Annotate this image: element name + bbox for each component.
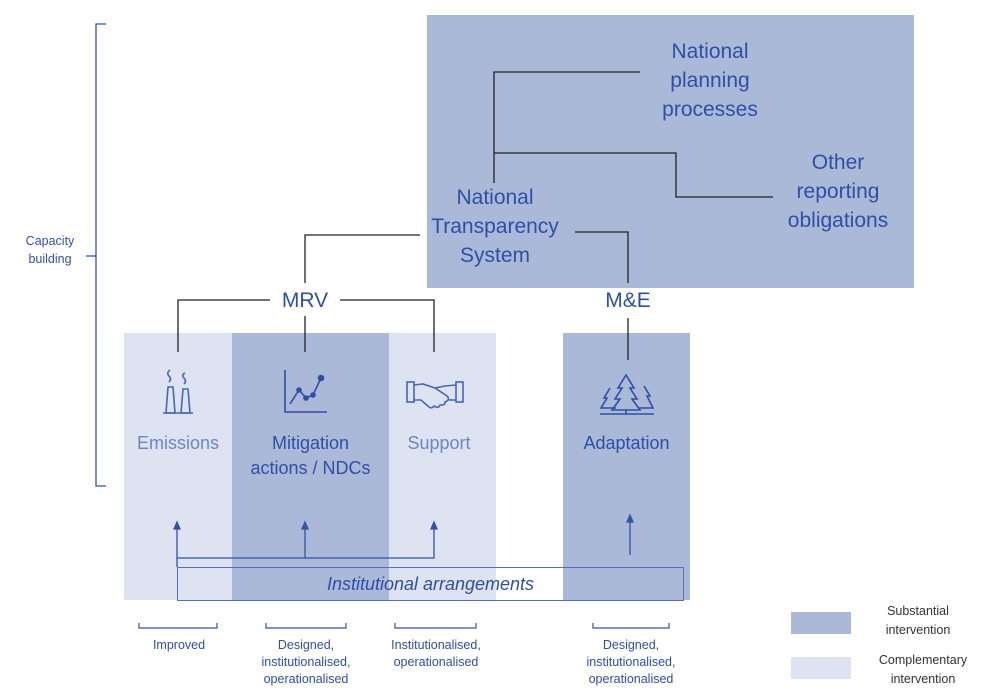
improved-label: Improved (152, 638, 206, 652)
adaptation-status-label: Designed, institutionalised, operational… (586, 638, 676, 686)
emissions-label: Emissions (136, 433, 220, 453)
institutional-arrangements-box: Institutional arrangements (177, 567, 684, 601)
top-system-box (427, 15, 914, 288)
legend-substantial-swatch (791, 612, 851, 634)
mitigation-substantial-box (232, 333, 389, 600)
nts-label: National Transparency System (431, 186, 559, 267)
me-label: M&E (605, 289, 651, 312)
support-status-label: Institutionalised, operationalised (391, 638, 481, 669)
support-label: Support (407, 433, 471, 453)
adaptation-substantial-box (563, 333, 690, 600)
adaptation-label: Adaptation (583, 433, 670, 453)
factory-chimneys-icon (163, 369, 193, 414)
other-reporting-label: Other reporting obligations (787, 151, 889, 232)
legend-substantial-label: Substantial intervention (885, 604, 951, 637)
forest-icon (599, 373, 655, 415)
mitigation-label: Mitigation actions / NDCs (250, 433, 371, 478)
legend-complementary-label: Complementary intervention (878, 653, 968, 686)
handshake-icon (406, 381, 464, 409)
mitigation-status-label: Designed, institutionalised, operational… (261, 638, 351, 686)
mrv-label: MRV (281, 289, 329, 312)
national-planning-label: National planning processes (662, 40, 758, 121)
line-chart-icon (284, 370, 327, 413)
capacity-building-label: Capacity building (25, 234, 75, 266)
legend-complementary-swatch (791, 657, 851, 679)
